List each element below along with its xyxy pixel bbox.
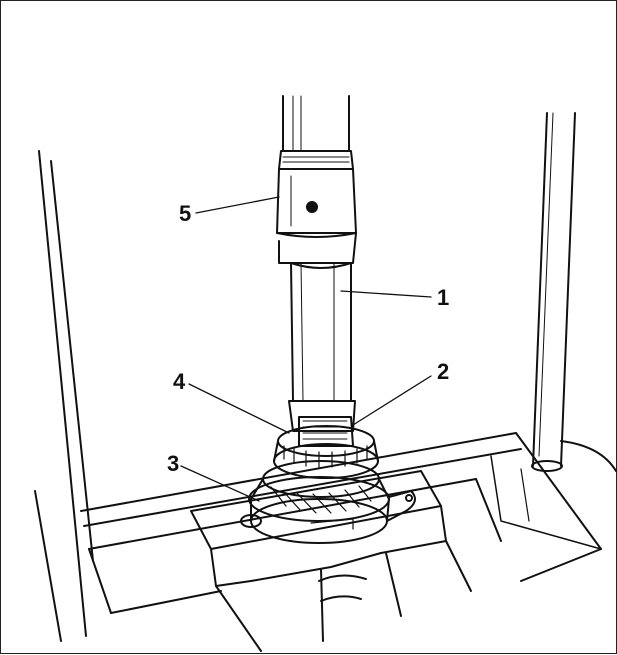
gear-bearing-part-3 — [240, 460, 416, 544]
leader-lines — [180, 196, 432, 502]
callout-1: 1 — [437, 285, 449, 310]
press-ram — [282, 95, 350, 152]
right-press-column — [531, 112, 617, 472]
synchro-ring-parts-2-4 — [273, 416, 379, 479]
pusher-tube-part-1 — [288, 262, 356, 432]
callout-5: 5 — [179, 201, 191, 226]
press-bed — [80, 432, 602, 614]
support-block — [190, 470, 472, 652]
left-press-column — [34, 150, 94, 642]
callout-2: 2 — [437, 359, 449, 384]
callout-4: 4 — [173, 369, 186, 394]
adapter-part-5 — [276, 150, 357, 264]
callout-3: 3 — [167, 451, 179, 476]
